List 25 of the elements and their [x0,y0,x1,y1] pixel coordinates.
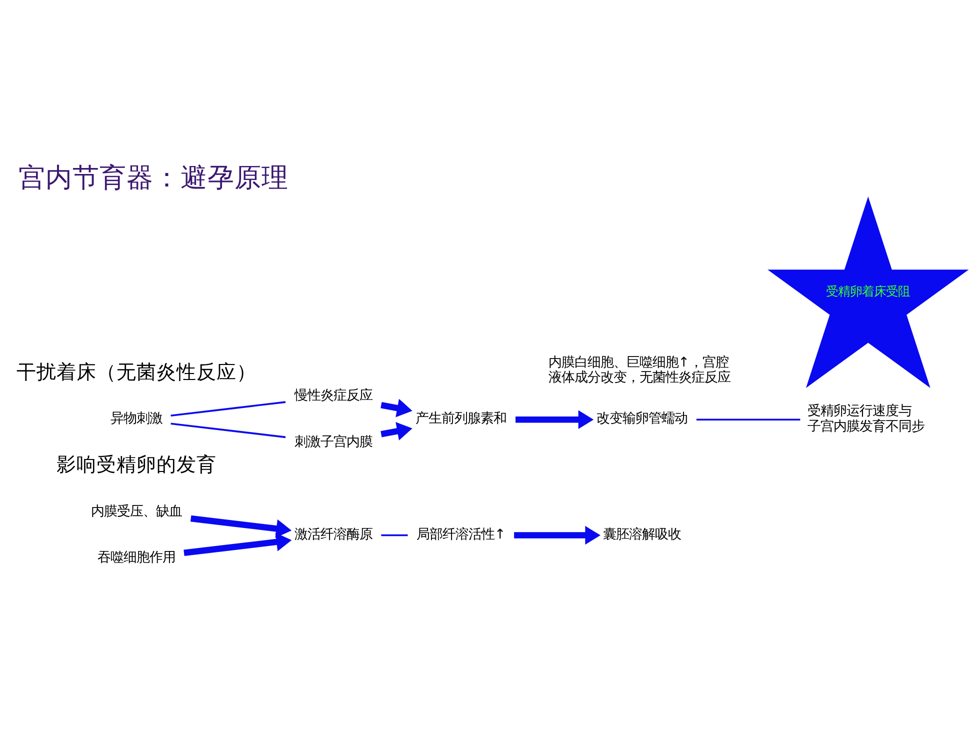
node-text: 刺激子宫内膜 [294,434,372,450]
connector [381,534,408,536]
node-text: 受精卵运行速度与子宫内膜发育不同步 [808,404,925,434]
arrow [184,532,292,556]
connector [170,422,286,438]
node-text: 内膜白细胞、巨噬细胞↑，宫腔液体成分改变，无菌性炎症反应 [548,354,730,385]
node-text: 囊胚溶解吸收 [603,526,682,542]
node-text: 局部纤溶活性↑ [416,526,506,542]
node-text: 激活纤溶酶原 [294,526,372,542]
arrow [514,525,600,544]
arrow [380,421,412,440]
node-text: 慢性炎症反应 [294,388,372,404]
connector [170,400,286,416]
arrow [516,410,594,428]
node-text: 内膜受压、缺血 [90,504,182,519]
node-text: 产生前列腺素和 [416,411,507,426]
node-text: 异物刺激 [110,411,162,426]
label: 影响受精卵的发育 [56,452,216,476]
diagram-title: 宫内节育器：避孕原理 [18,162,289,193]
node-text: 吞噬细胞作用 [97,550,176,566]
label: 干扰着床（无菌炎性反应） [16,360,256,383]
arrow [190,514,292,538]
connector [696,418,800,420]
arrow [380,398,412,417]
node-text: 改变输卵管蠕动 [596,411,688,426]
